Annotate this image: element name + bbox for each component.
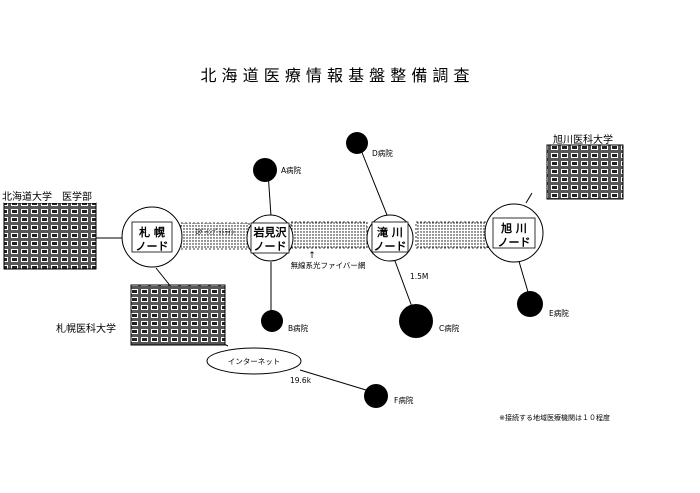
fiber-network: ﾛｸﾞｲﾝﾌﾟｯﾄﾗｲﾝ ↑ 無線系光ファイバー網 [180,221,489,270]
node-iwamizawa-name: 岩見沢 [253,225,288,239]
fiber-segment-text: ﾛｸﾞｲﾝﾌﾟｯﾄﾗｲﾝ [196,228,235,236]
node-sapporo-name: 札 幌 [138,225,165,239]
node-takikawa: 滝 川 ノード [366,214,414,262]
fiber-segment-iwamizawa-takikawa [290,221,368,249]
hospital-a: A病院 [253,158,302,182]
hospital-d-marker [346,132,368,154]
fiber-segment-takikawa-asahikawa [415,221,489,249]
node-iwamizawa: 岩見沢 ノード [246,214,294,262]
link-d-takikawa [358,144,388,216]
link-asahikawa-building [525,192,533,204]
page-title: 北 海 道 医 療 情 報 基 盤 整 備 調 査 [200,66,469,85]
hospital-a-marker [253,158,277,182]
asahikawamed-label: 旭川医科大学 [553,133,613,146]
node-iwamizawa-type: ノード [254,240,287,253]
node-takikawa-name: 滝 川 [377,225,403,239]
asahikawamed-building [546,144,624,200]
sapporomed-building [130,284,226,346]
hospital-e-label: E病院 [549,308,569,318]
hospital-f: F病院 [364,384,414,408]
hospital-b-marker [261,310,283,332]
hospital-e: E病院 [517,291,569,318]
hospital-b-label: B病院 [288,323,309,333]
hospital-f-marker [364,384,388,408]
hospital-c-marker [399,304,433,338]
fiber-caption: 無線系光ファイバー網 [291,260,366,270]
footnote: ※接続する地域医療機関は１０程度 [499,413,610,422]
node-asahikawa-type: ノード [498,236,531,249]
fiber-segment-sapporo-iwamizawa [180,222,250,250]
node-sapporo-type: ノード [136,240,169,253]
link-internet-f [299,369,367,391]
hospital-c: C病院 [399,304,460,338]
hospital-e-marker [517,291,543,317]
sapporomed-label: 札幌医科大学 [56,322,116,335]
hokudai-building [3,190,97,270]
node-takikawa-type: ノード [374,240,407,253]
hospital-d: D病院 [346,132,393,158]
hospital-a-label: A病院 [281,165,302,175]
hospital-f-label: F病院 [394,395,414,405]
speed-label: 1.5M [410,272,428,281]
link-asahikawa-e [517,257,529,293]
hospital-c-label: C病院 [439,323,460,333]
node-sapporo: 札 幌 ノード [121,206,183,268]
hospital-d-label: D病院 [372,148,393,158]
hokudai-label: 北海道大学 医学部 [2,190,92,203]
internet: インターネット [206,347,302,375]
internet-ellipse [206,347,302,375]
node-asahikawa: 旭 川 ノード [484,203,544,263]
hospital-b: B病院 [261,310,309,333]
internet-speed: 19.6k [290,376,312,385]
node-asahikawa-name: 旭 川 [500,221,527,235]
fiber-arrow: ↑ [308,251,316,261]
internet-label: インターネット [228,357,281,366]
